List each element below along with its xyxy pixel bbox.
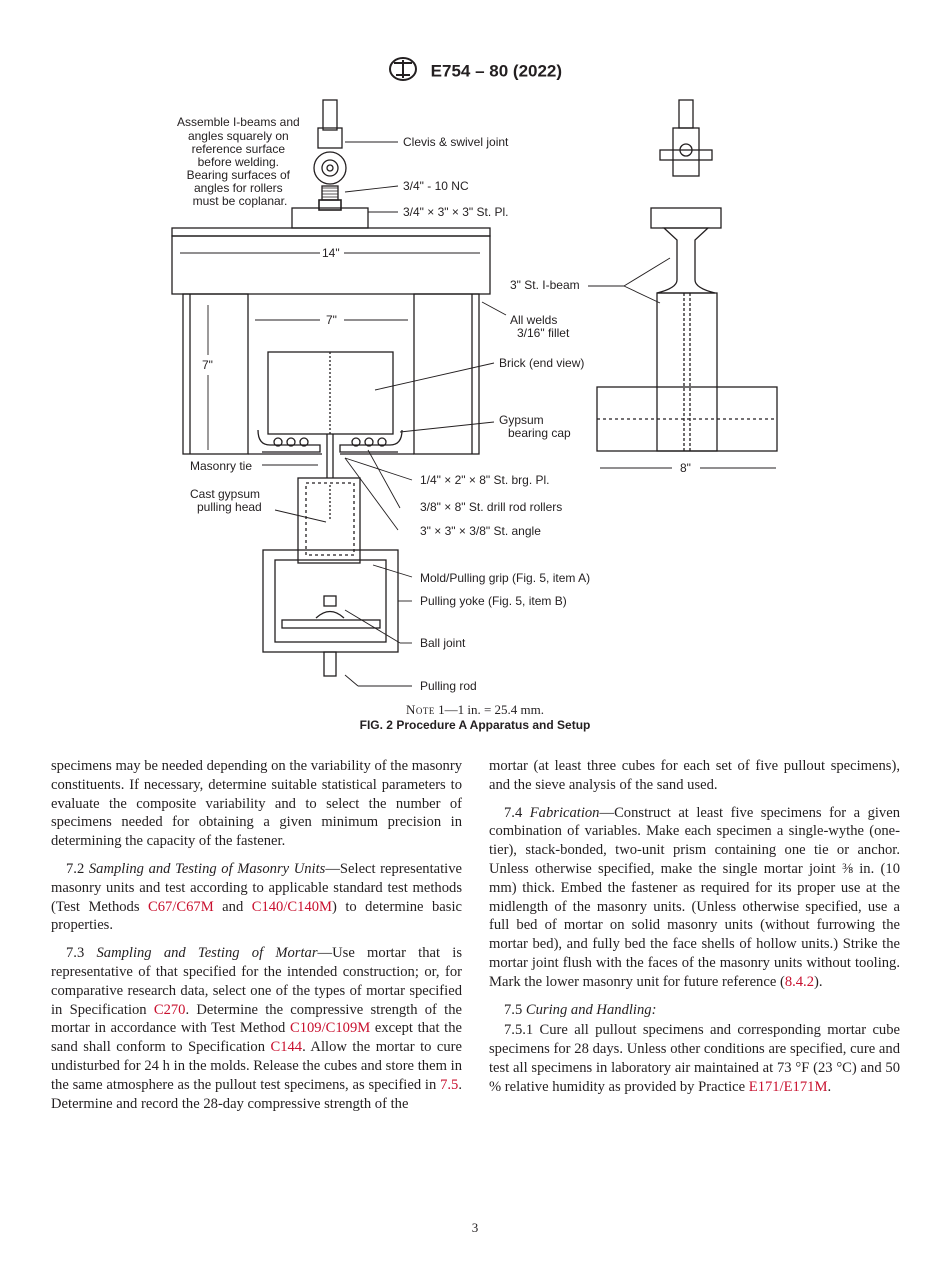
- ref-link[interactable]: 8.4.2: [784, 973, 814, 990]
- assemble-line: Bearing surfaces of: [187, 168, 291, 182]
- nc-label: 3/4" - 10 NC: [403, 179, 469, 193]
- clevis-label: Clevis & swivel joint: [403, 135, 509, 149]
- text: —Select representative masonry units and…: [51, 860, 463, 915]
- section-title: Curing and Handling:: [525, 1001, 657, 1018]
- section-num: 7.2: [66, 860, 89, 877]
- welds-line: 3/16" fillet: [517, 326, 570, 340]
- left-column: specimens may be needed depending on the…: [51, 757, 462, 1122]
- note-label: Note: [405, 702, 435, 717]
- cast-gypsum-line: Cast gypsum: [190, 487, 260, 501]
- section-7-5-1: 7.5.1 Cure all pullout specimens and cor…: [489, 1021, 900, 1096]
- right-column: mortar (at least three cubes for each se…: [489, 757, 900, 1106]
- figure-caption: FIG. 2 Procedure A Apparatus and Setup: [359, 718, 591, 732]
- angle-label: 3" × 3" × 3/8" St. angle: [420, 524, 541, 538]
- page-number: 3: [471, 1220, 479, 1235]
- section-7-2: 7.2 Sampling and Testing of Masonry Unit…: [51, 860, 462, 935]
- assemble-line: Assemble I-beams and: [177, 115, 300, 129]
- ref-link[interactable]: C144: [270, 1039, 303, 1056]
- plate-label: 3/4" × 3" × 3" St. Pl.: [403, 205, 509, 219]
- welds-line: All welds: [510, 313, 557, 327]
- rollers-label: 3/8" × 8" St. drill rod rollers: [420, 500, 562, 514]
- pulling-rod-label: Pulling rod: [420, 679, 477, 693]
- ball-joint-label: Ball joint: [420, 636, 466, 650]
- section-title: Fabrication: [529, 804, 600, 821]
- text: .: [827, 1078, 832, 1095]
- section-title: Sampling and Testing of Masonry Units: [88, 860, 326, 877]
- dim-7-height: 7": [202, 358, 213, 372]
- apparatus-figure: Assemble I-beams and angles squarely on …: [171, 99, 778, 693]
- ref-link[interactable]: C270: [153, 1001, 186, 1018]
- section-title: Sampling and Testing of Mortar: [96, 945, 318, 962]
- section-num: 7.4: [504, 804, 530, 821]
- designation: E754 – 80 (2022): [430, 61, 563, 81]
- ref-link[interactable]: C140/C140M: [251, 898, 333, 915]
- paragraph: mortar (at least three cubes for each se…: [489, 758, 900, 793]
- cast-gypsum-label: Cast gypsum pulling head: [190, 487, 263, 514]
- gypsum-cap-label: Gypsum bearing cap: [499, 413, 571, 440]
- text: 7.5.1 Cure all pullout specimens and cor…: [489, 1022, 900, 1095]
- assemble-note: Assemble I-beams and angles squarely on …: [177, 115, 303, 208]
- text: —Construct at least five specimens for a…: [489, 804, 900, 990]
- mold-label: Mold/Pulling grip (Fig. 5, item A): [420, 571, 590, 585]
- assemble-line: must be coplanar.: [193, 194, 288, 208]
- brick-label: Brick (end view): [499, 356, 584, 370]
- text: . Determine the compressive strength of …: [51, 1001, 462, 1037]
- masonry-tie-label: Masonry tie: [190, 459, 252, 473]
- gypsum-cap-line: Gypsum: [499, 413, 544, 427]
- section-7-5: 7.5 Curing and Handling:: [489, 1001, 900, 1020]
- assemble-line: before welding.: [198, 155, 279, 169]
- section-7-4: 7.4 Fabrication—Construct at least five …: [489, 804, 900, 992]
- dim-7-width: 7": [326, 313, 337, 327]
- text: —Use mortar that is representative of th…: [51, 945, 462, 1018]
- figure-note: Note 1—1 in. = 25.4 mm.: [0, 702, 950, 718]
- welds-label: All welds 3/16" fillet: [510, 313, 570, 340]
- page-header: E754 – 80 (2022): [0, 56, 950, 87]
- assemble-line: angles for rollers: [194, 181, 283, 195]
- text: ) to determine basic properties.: [51, 898, 462, 934]
- dim-14: 14": [322, 246, 340, 260]
- section-num: 7.3: [66, 945, 97, 962]
- assemble-line: reference surface: [192, 142, 286, 156]
- section-7-3: 7.3 Sampling and Testing of Mortar—Use m…: [51, 944, 462, 1113]
- note-text: 1—1 in. = 25.4 mm.: [434, 702, 545, 717]
- section-num: 7.5: [504, 1001, 526, 1018]
- astm-logo-icon: [388, 56, 418, 87]
- brg-plate-label: 1/4" × 2" × 8" St. brg. Pl.: [420, 473, 550, 487]
- paragraph: specimens may be needed depending on the…: [51, 758, 462, 850]
- cast-gypsum-line: pulling head: [197, 500, 262, 514]
- ref-link[interactable]: E171/E171M: [748, 1078, 828, 1095]
- text: ).: [814, 973, 823, 990]
- text: and: [213, 898, 252, 915]
- ref-link[interactable]: C109/C109M: [289, 1020, 371, 1037]
- ref-link[interactable]: C67/C67M: [148, 898, 214, 915]
- text: except that the sand shall conform to Sp…: [51, 1020, 462, 1056]
- assemble-line: angles squarely on: [188, 129, 289, 143]
- ref-link[interactable]: 7.5: [440, 1076, 459, 1093]
- text: . Determine and record the 28-day compre…: [51, 1076, 462, 1112]
- ibeam-label: 3" St. I-beam: [510, 278, 580, 292]
- dim-8: 8": [680, 461, 691, 475]
- text: . Allow the mortar to cure undisturbed f…: [51, 1039, 463, 1093]
- gypsum-cap-line: bearing cap: [508, 426, 571, 440]
- yoke-label: Pulling yoke (Fig. 5, item B): [420, 594, 567, 608]
